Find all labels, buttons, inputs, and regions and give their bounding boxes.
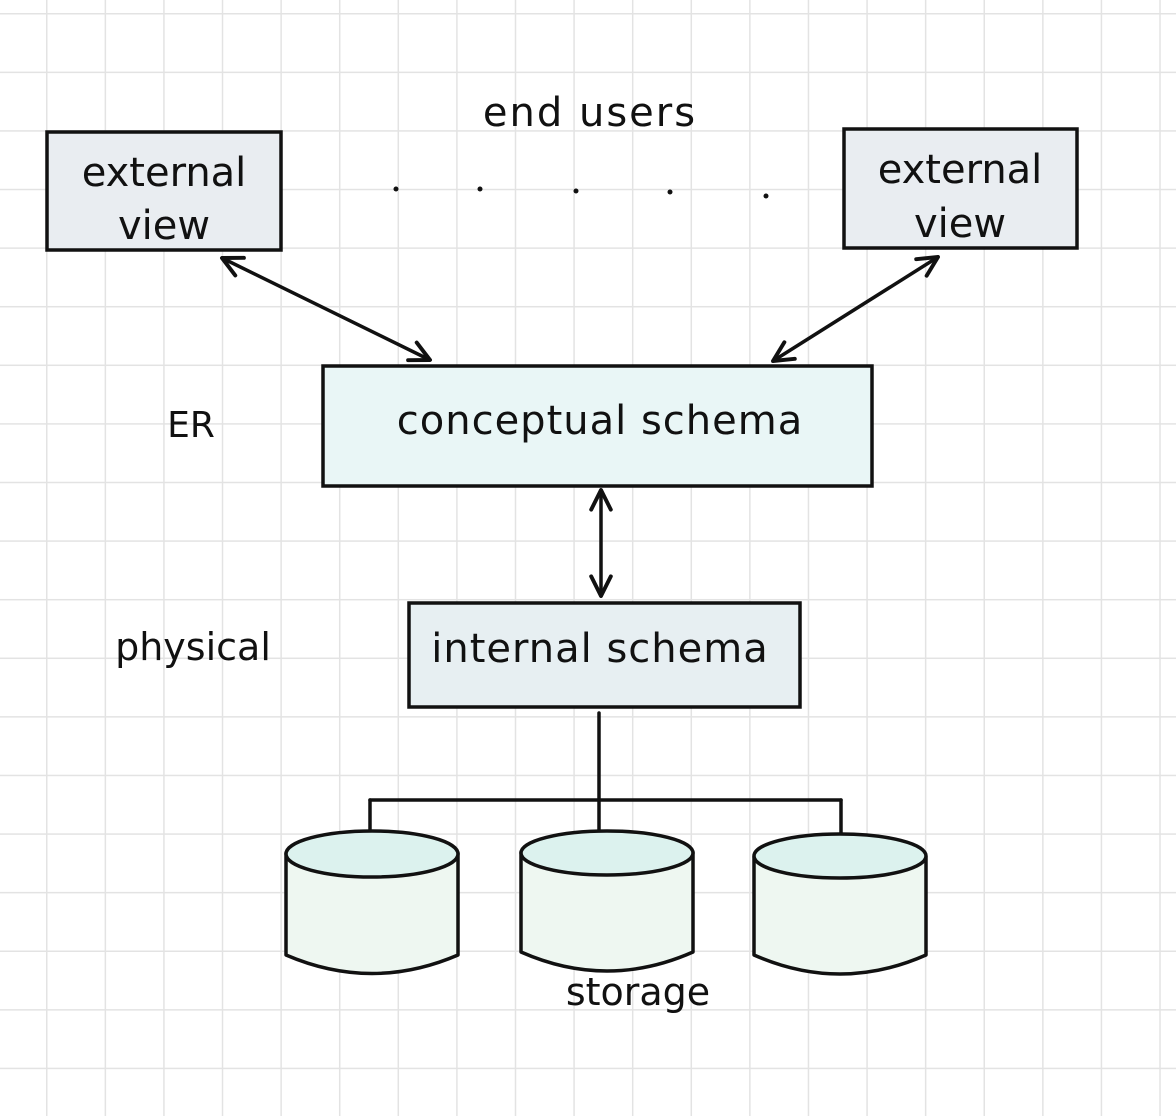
internal-schema-box xyxy=(407,601,802,709)
level-label-physical: physical xyxy=(115,625,271,669)
end-users-label: end users xyxy=(483,90,697,136)
ellipsis-dots xyxy=(393,186,769,199)
external-view-left-label-line1: external xyxy=(82,150,247,196)
storage-label: storage xyxy=(566,970,710,1014)
external-view-right-box xyxy=(842,127,1079,250)
external-view-right-label-line1: external xyxy=(878,147,1043,193)
storage-cylinder-right xyxy=(752,832,928,976)
storage-cylinder-middle xyxy=(519,829,695,973)
conceptual-schema-box xyxy=(321,364,874,488)
level-label-er: ER xyxy=(167,405,215,446)
external-view-right: external view xyxy=(842,127,1079,250)
external-view-right-label-line2: view xyxy=(914,201,1006,247)
arrow-external-right-conceptual xyxy=(771,255,940,363)
internal-schema: internal schema xyxy=(407,601,802,709)
external-view-left-box xyxy=(45,130,283,252)
external-view-left-label-line2: view xyxy=(118,203,210,249)
storage-cylinder-left xyxy=(284,829,460,976)
conceptual-schema: conceptual schema xyxy=(321,364,874,488)
external-view-left: external view xyxy=(45,130,283,252)
internal-schema-label: internal schema xyxy=(431,626,768,672)
storage-connector xyxy=(368,711,843,836)
conceptual-schema-label: conceptual schema xyxy=(397,398,803,444)
arrow-external-left-conceptual xyxy=(220,255,432,363)
